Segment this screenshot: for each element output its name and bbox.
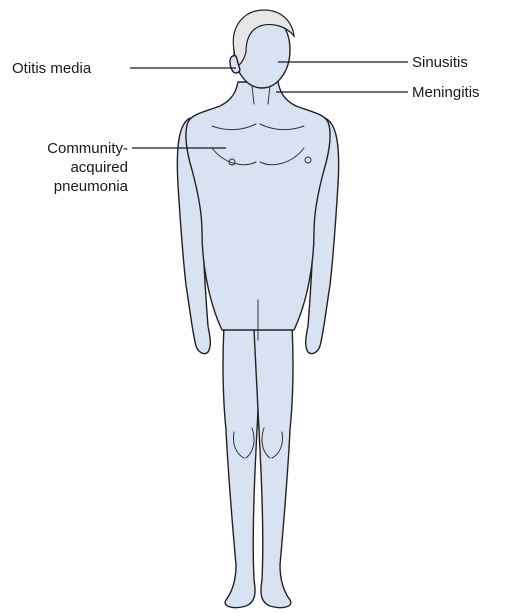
label-pneumonia-line3: pneumonia bbox=[54, 177, 128, 196]
label-pneumonia-line1: Community- bbox=[47, 139, 128, 158]
label-sinusitis: Sinusitis bbox=[412, 53, 468, 72]
right-leg bbox=[254, 300, 293, 608]
label-pneumonia-line2: acquired bbox=[70, 158, 128, 177]
label-otitis-media: Otitis media bbox=[12, 59, 91, 78]
label-meningitis: Meningitis bbox=[412, 83, 480, 102]
torso bbox=[186, 82, 330, 330]
